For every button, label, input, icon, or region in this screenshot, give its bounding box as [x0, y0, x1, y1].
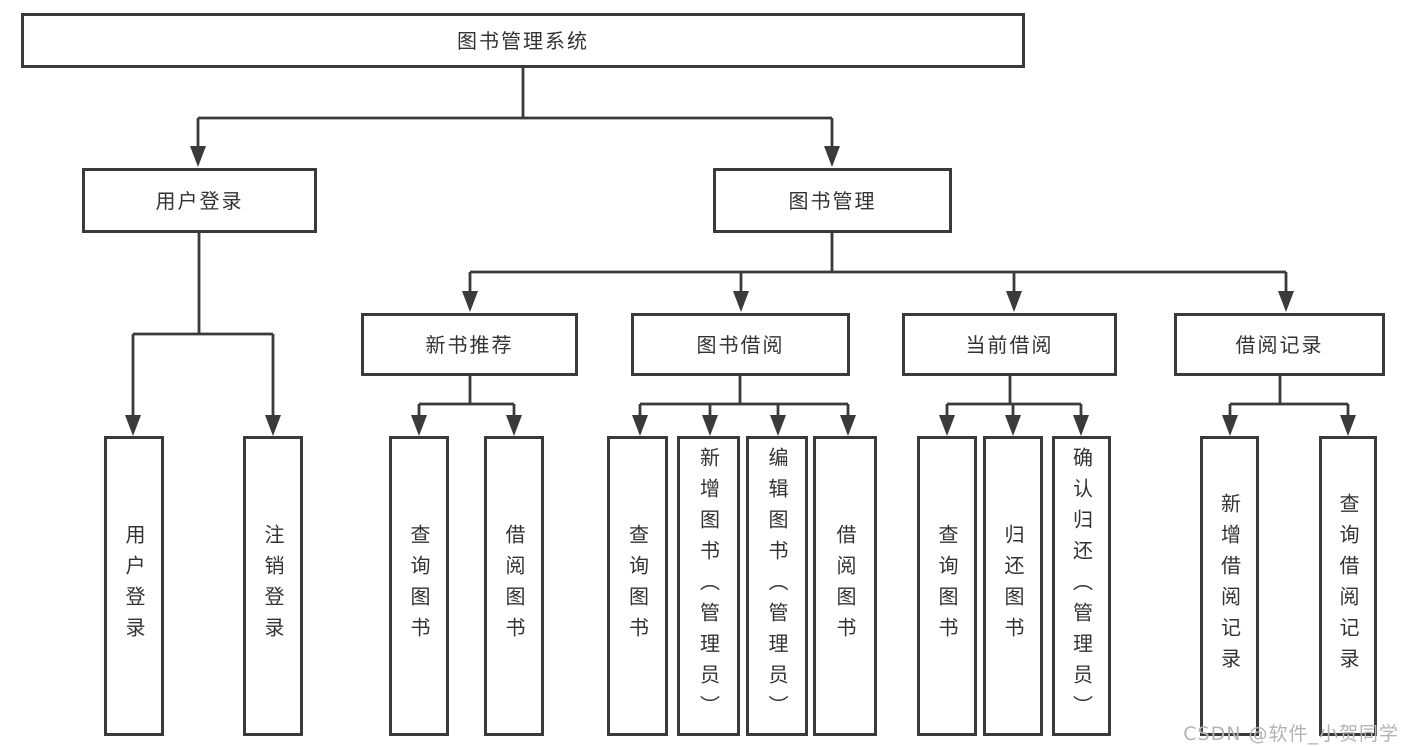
- leaf-borrow-book-recommend: 借阅图书: [484, 436, 544, 736]
- leaf-query-book-recommend-label: 查询图书: [407, 524, 431, 648]
- node-new-book-recommend-label: 新书推荐: [425, 332, 514, 357]
- leaf-edit-book-admin: 编辑图书（管理员）: [746, 436, 808, 736]
- node-current-borrow: 当前借阅: [902, 313, 1117, 376]
- arrowheads: [125, 146, 1356, 436]
- node-borrow-records: 借阅记录: [1174, 313, 1385, 376]
- leaf-borrow-book-recommend-label: 借阅图书: [502, 524, 526, 648]
- node-current-borrow-label: 当前借阅: [965, 332, 1054, 357]
- leaf-confirm-return-admin-label: 确认归还（管理员）: [1069, 446, 1094, 726]
- node-new-book-recommend: 新书推荐: [361, 313, 578, 376]
- node-book-borrow-label: 图书借阅: [696, 332, 785, 357]
- node-book-management-label: 图书管理: [788, 188, 877, 213]
- leaf-return-book-label: 归还图书: [1001, 524, 1025, 648]
- node-root-label: 图书管理系统: [457, 28, 589, 53]
- leaf-borrow-book-label: 借阅图书: [833, 524, 857, 648]
- leaf-user-login-label: 用户登录: [122, 524, 146, 648]
- leaf-return-book: 归还图书: [983, 436, 1043, 736]
- leaf-borrow-book: 借阅图书: [813, 436, 877, 736]
- leaf-query-book-current-label: 查询图书: [935, 524, 959, 648]
- leaf-user-login: 用户登录: [104, 436, 164, 736]
- leaf-logout-label: 注销登录: [261, 524, 285, 648]
- leaf-query-book-current: 查询图书: [917, 436, 977, 736]
- leaf-query-borrow-record: 查询借阅记录: [1319, 436, 1377, 736]
- leaf-query-book-borrow: 查询图书: [607, 436, 668, 736]
- node-book-management: 图书管理: [713, 168, 952, 233]
- watermark-text: CSDN @软件_小贺同学: [1183, 723, 1399, 745]
- leaf-add-book-admin: 新增图书（管理员）: [677, 436, 740, 736]
- node-borrow-records-label: 借阅记录: [1235, 332, 1324, 357]
- leaf-logout: 注销登录: [243, 436, 303, 736]
- leaf-add-borrow-record-label: 新增借阅记录: [1217, 493, 1242, 679]
- leaf-add-borrow-record: 新增借阅记录: [1200, 436, 1259, 736]
- node-book-borrow: 图书借阅: [631, 313, 850, 376]
- leaf-edit-book-admin-label: 编辑图书（管理员）: [765, 446, 789, 726]
- node-user-login: 用户登录: [82, 168, 317, 233]
- connector-path: [131, 68, 1350, 418]
- leaf-add-book-admin-label: 新增图书（管理员）: [696, 446, 721, 726]
- leaf-query-book-borrow-label: 查询图书: [625, 524, 650, 648]
- leaf-query-book-recommend: 查询图书: [389, 436, 449, 736]
- leaf-query-borrow-record-label: 查询借阅记录: [1336, 493, 1360, 679]
- leaf-confirm-return-admin: 确认归还（管理员）: [1052, 436, 1111, 736]
- node-user-login-label: 用户登录: [155, 188, 244, 213]
- node-root: 图书管理系统: [21, 13, 1025, 68]
